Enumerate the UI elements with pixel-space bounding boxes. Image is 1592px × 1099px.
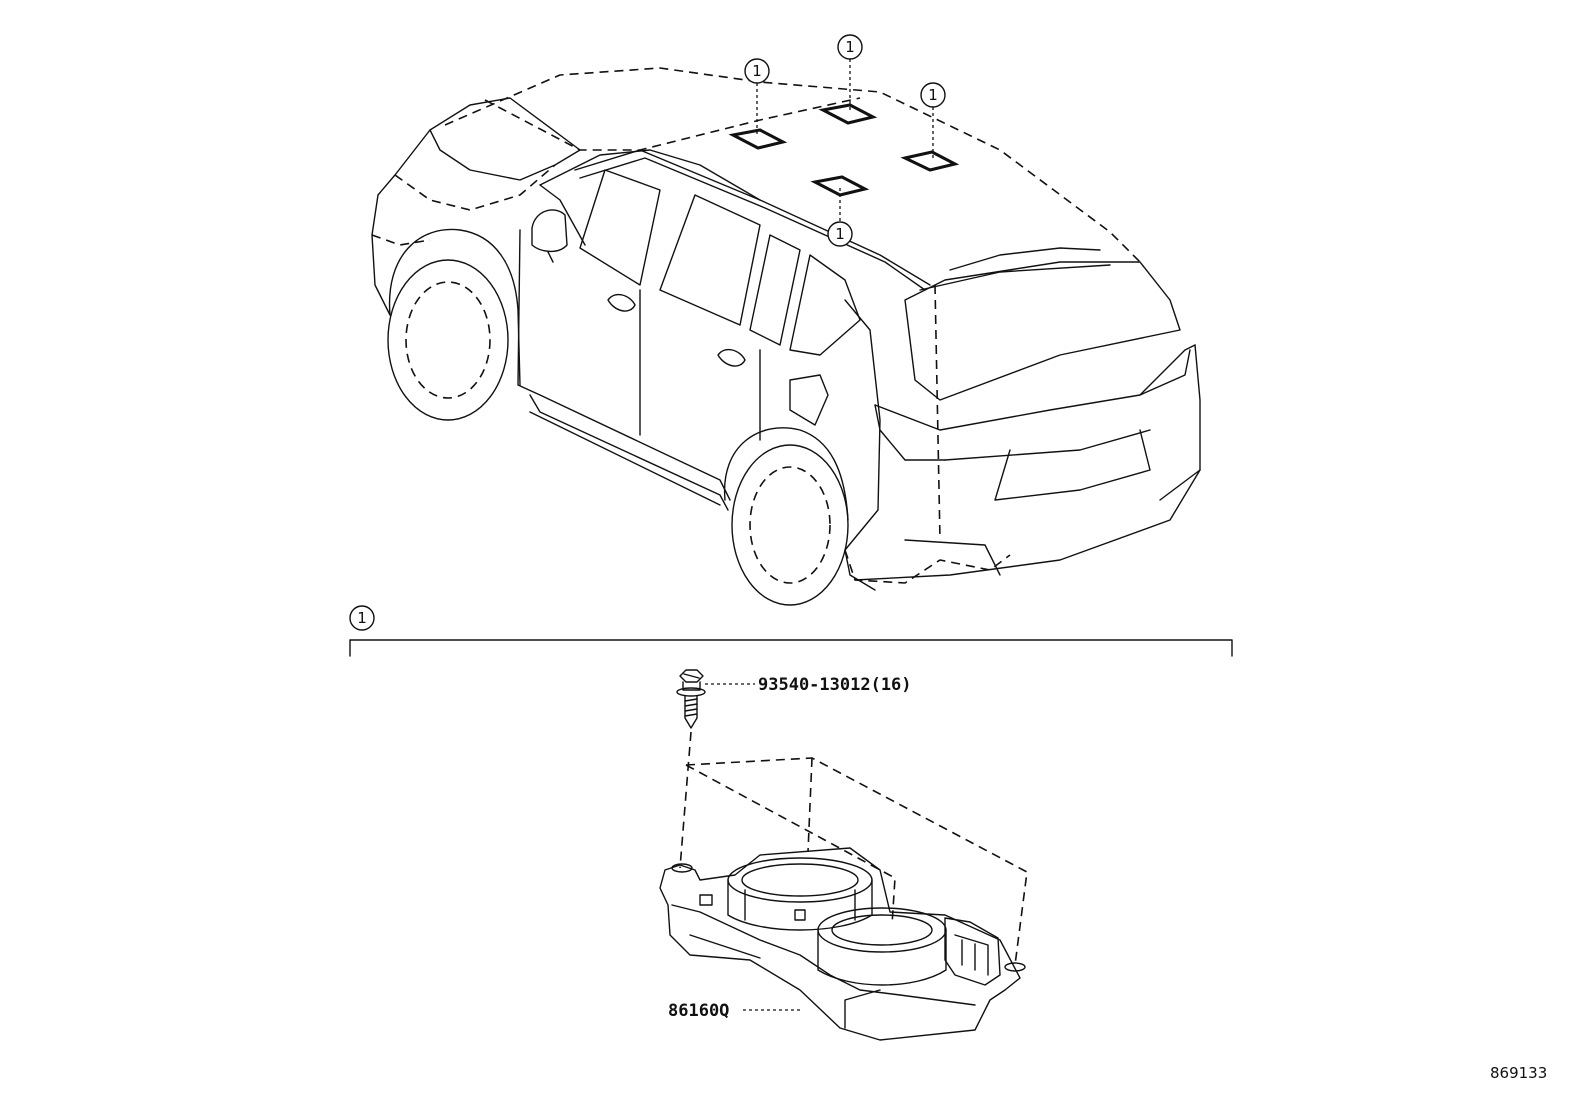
screw-part-number: 93540-13012(16) bbox=[758, 675, 912, 695]
roof-callout-leaders bbox=[756, 59, 934, 222]
roof-pad-front-right bbox=[818, 103, 878, 125]
roof-pad-rear-left bbox=[810, 175, 870, 197]
callout-roof-1: 1 bbox=[744, 58, 770, 84]
vehicle-illustration bbox=[371, 67, 1201, 606]
roof-pad-rear-right bbox=[900, 150, 960, 172]
roof-speaker-pads bbox=[728, 103, 960, 197]
section-bracket: 1 bbox=[349, 605, 1233, 657]
svg-text:1: 1 bbox=[845, 38, 855, 56]
svg-text:1: 1 bbox=[835, 225, 845, 243]
speaker-part-number: 86160Q bbox=[668, 1001, 729, 1021]
callout-roof-2: 1 bbox=[837, 34, 863, 60]
speaker-assembly-icon bbox=[659, 847, 1026, 1041]
callout-roof-4: 1 bbox=[827, 221, 853, 247]
screw-icon bbox=[676, 669, 706, 729]
svg-text:1: 1 bbox=[928, 86, 938, 104]
figure-number: 869133 bbox=[1490, 1064, 1547, 1082]
roof-pad-front-left bbox=[728, 128, 788, 150]
svg-text:1: 1 bbox=[752, 62, 762, 80]
callout-roof-3: 1 bbox=[920, 82, 946, 108]
assembly-outline bbox=[679, 731, 1028, 966]
svg-text:1: 1 bbox=[357, 609, 367, 627]
